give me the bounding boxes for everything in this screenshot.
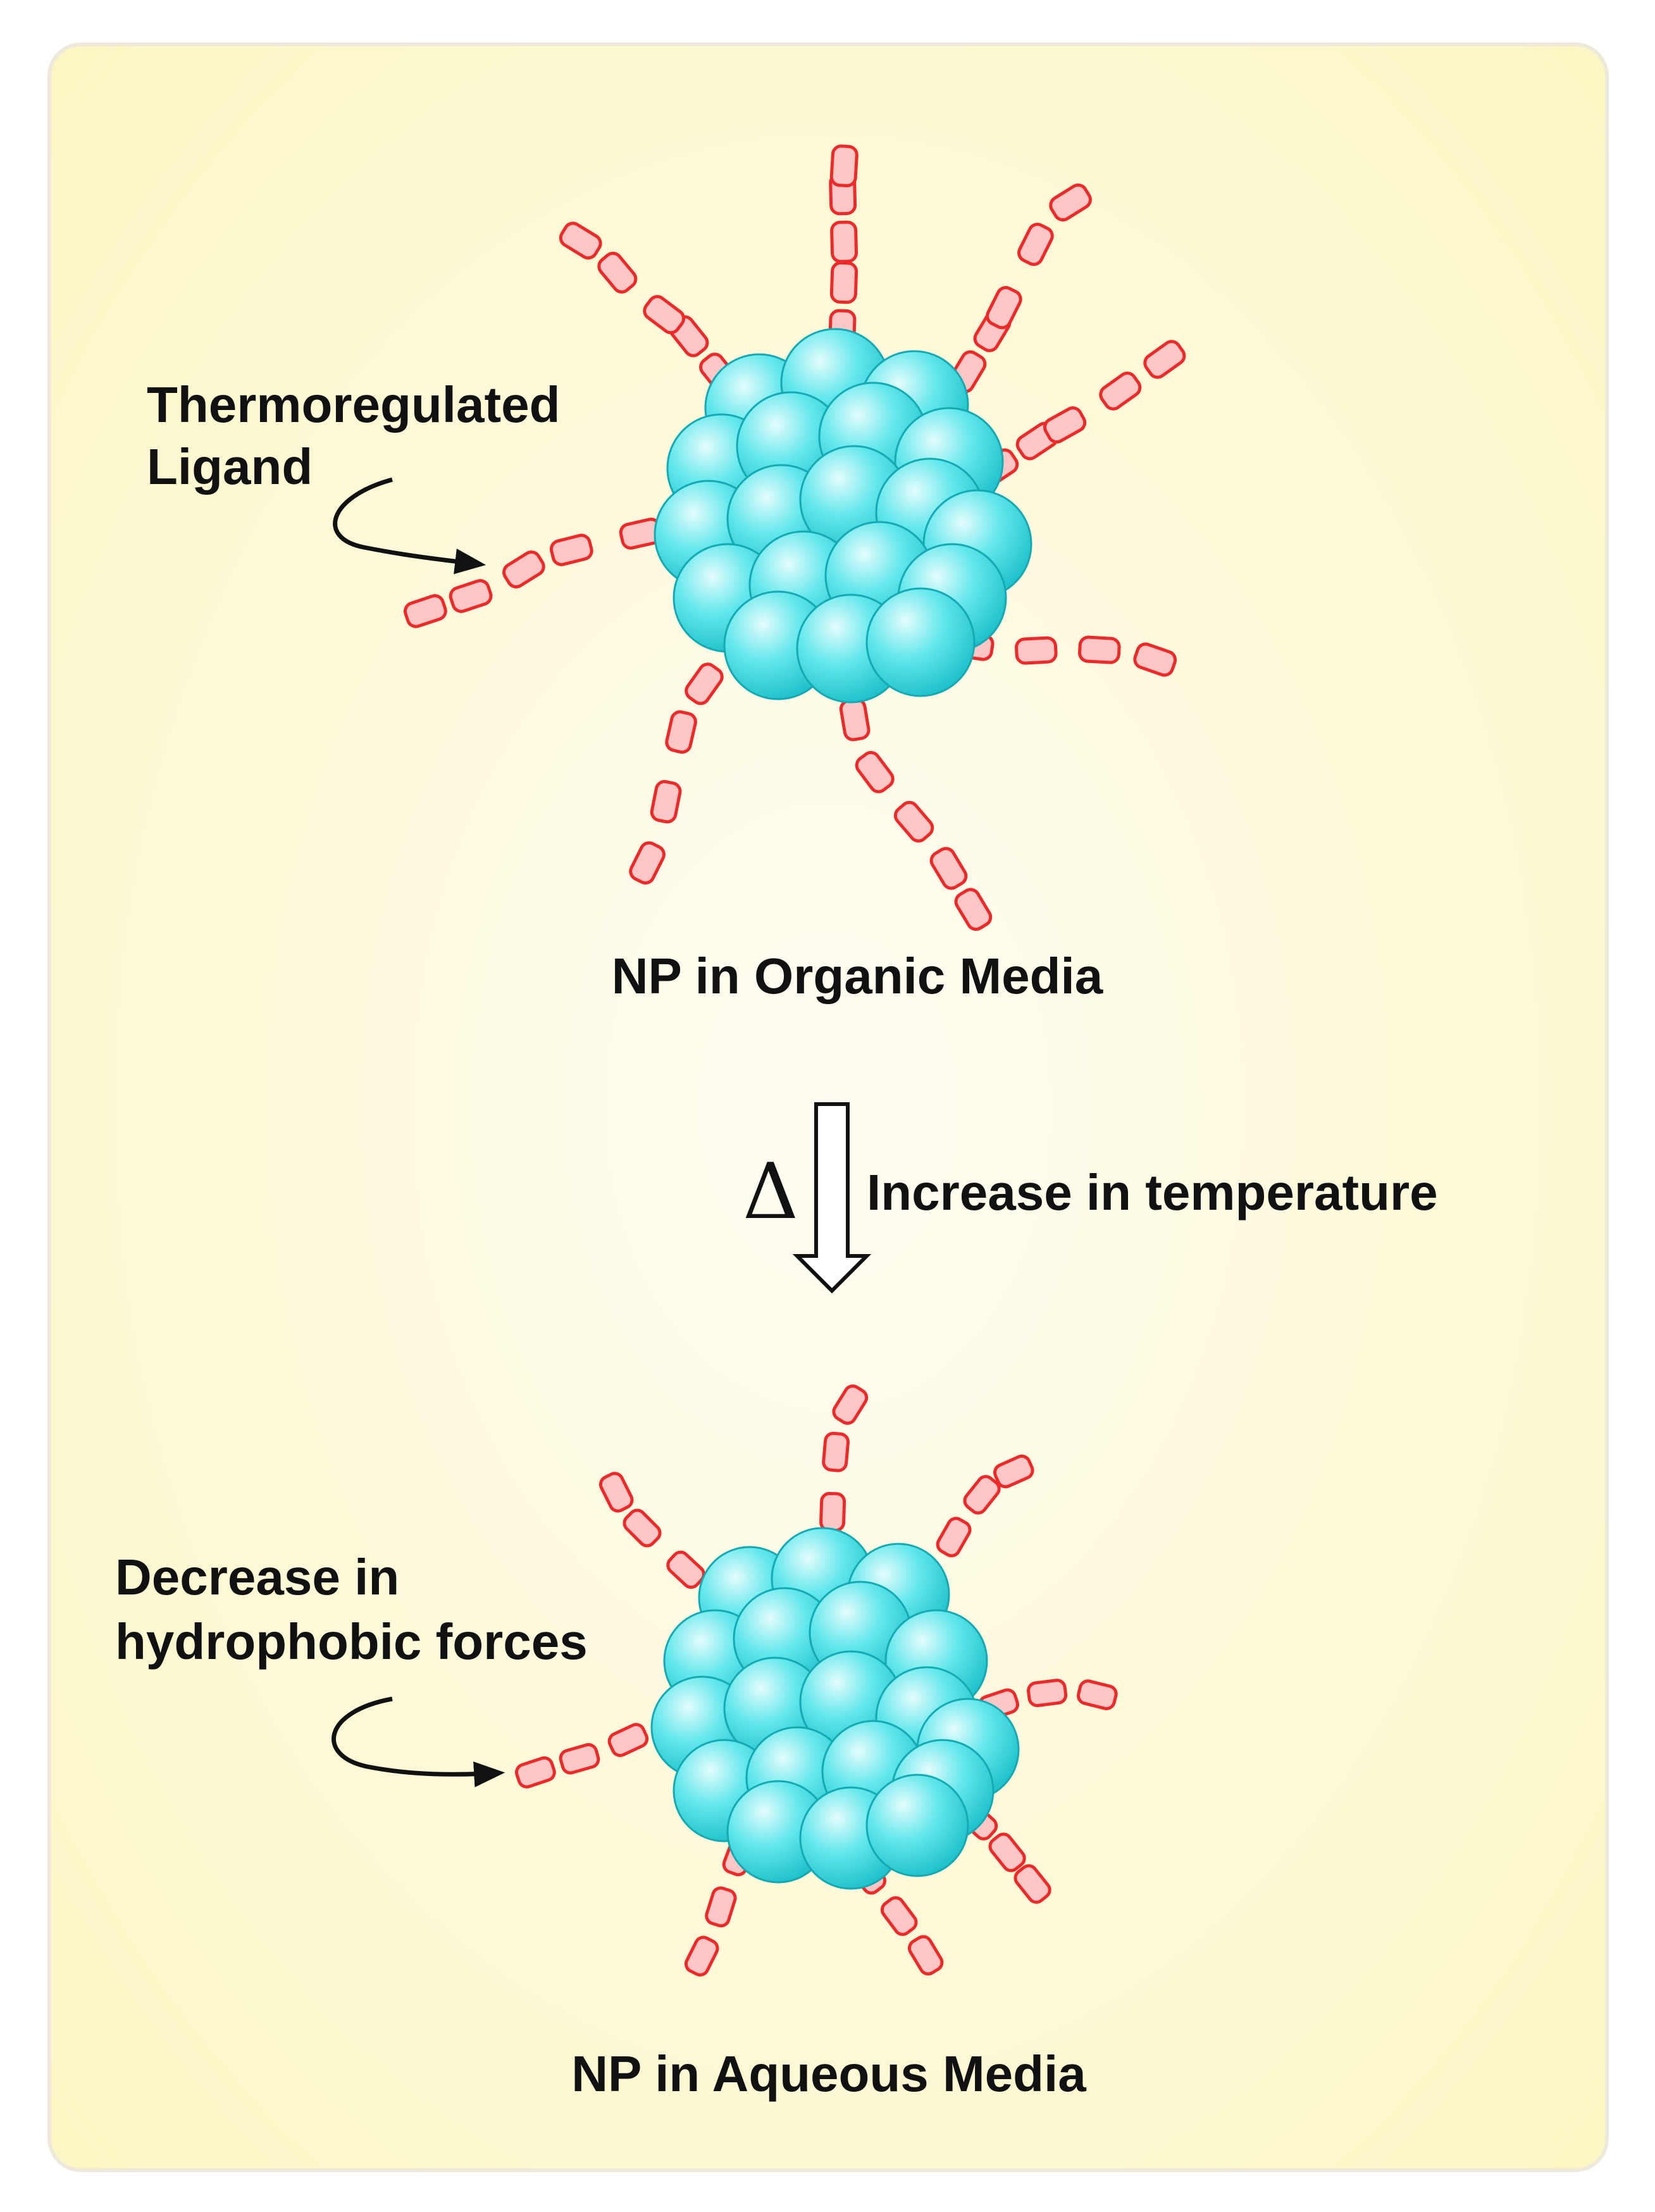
temperature-transition: Δ Increase in temperature: [743, 1102, 1438, 1294]
nanoparticle-sphere: [865, 587, 976, 697]
ligand-segment: [598, 1472, 634, 1513]
ligand-segment: [893, 800, 934, 843]
ligand-segment: [643, 295, 686, 335]
nanoparticle-sphere: [865, 1774, 969, 1877]
aqueous-media-caption: NP in Aqueous Media: [571, 2046, 1086, 2102]
ligand-segment: [549, 533, 593, 566]
ligand-label-line2: Ligand: [147, 438, 313, 495]
ligand-segment: [988, 1832, 1026, 1872]
ligand-segment: [607, 1723, 649, 1757]
ligand-segment: [1133, 642, 1177, 677]
hydrophobic-force-label: Decrease in hydrophobic forces: [115, 1549, 588, 1670]
ligand-segment: [1017, 223, 1054, 266]
ligand-segment: [597, 251, 638, 294]
ligand-segment: [830, 220, 858, 263]
ligand-segment: [502, 550, 545, 589]
ligand-segment: [993, 1454, 1034, 1489]
open-down-arrow: [792, 1102, 872, 1294]
ligand-segment: [685, 662, 724, 705]
organic-media-caption: NP in Organic Media: [612, 948, 1103, 1004]
ligand-label-line1: Thermoregulated: [147, 376, 560, 433]
ligand-segment: [1043, 406, 1087, 444]
ligand-segment: [880, 1896, 918, 1936]
ligand-segment: [705, 1886, 737, 1928]
ligand-segment: [515, 1756, 556, 1789]
hydrophobic-label-line1: Decrease in: [115, 1549, 399, 1605]
ligand-segment: [1099, 371, 1142, 411]
ligand-segment: [829, 144, 858, 188]
ligand-segment: [559, 221, 602, 260]
ligand-segment: [1078, 635, 1121, 664]
ligand-segment: [819, 1491, 846, 1532]
ligand-pointer-arrow: [333, 477, 487, 575]
temperature-label: Increase in temperature: [867, 1164, 1438, 1221]
nanoparticle-core-top: [654, 328, 1032, 704]
ligand-segment: [650, 780, 682, 824]
ligand-segment: [855, 750, 895, 793]
ligand-segment: [963, 1475, 1001, 1515]
ligand-segment: [832, 1384, 869, 1425]
hydrophobic-label-line2: hydrophobic forces: [115, 1613, 588, 1670]
ligand-segment: [829, 261, 858, 304]
ligand-segment: [1049, 183, 1092, 222]
ligand-segment: [822, 1431, 850, 1472]
ligand-segment: [684, 1936, 719, 1977]
ligand-label: Thermoregulated Ligand: [147, 376, 574, 495]
ligand-segment: [1015, 636, 1058, 665]
ligand-segment: [1027, 1679, 1068, 1708]
ligand-segment: [629, 841, 666, 885]
ligand-segment: [665, 710, 697, 754]
ligand-segment: [936, 1517, 972, 1558]
ligand-segment: [449, 579, 493, 613]
ligand-segment: [929, 847, 968, 890]
delta-symbol: Δ: [743, 1146, 798, 1236]
aqueous-media-nanoparticle: [515, 1384, 1118, 1977]
ligand-segment: [954, 888, 993, 931]
ligand-segment: [1013, 1864, 1051, 1904]
ligand-segment: [1143, 340, 1186, 379]
ligand-segment: [1076, 1679, 1118, 1710]
ligand-segment: [986, 286, 1022, 330]
ligand-segment: [908, 1935, 944, 1976]
ligand-segment: [839, 698, 871, 742]
ligand-segment: [623, 1508, 662, 1548]
hydrophobic-pointer-arrow: [332, 1696, 505, 1787]
nanoparticle-core-bottom: [650, 1527, 1020, 1890]
ligand-segment: [404, 594, 447, 628]
ligand-segment: [559, 1743, 600, 1775]
organic-media-nanoparticle: [404, 144, 1186, 931]
ligand-segment: [666, 1550, 705, 1589]
